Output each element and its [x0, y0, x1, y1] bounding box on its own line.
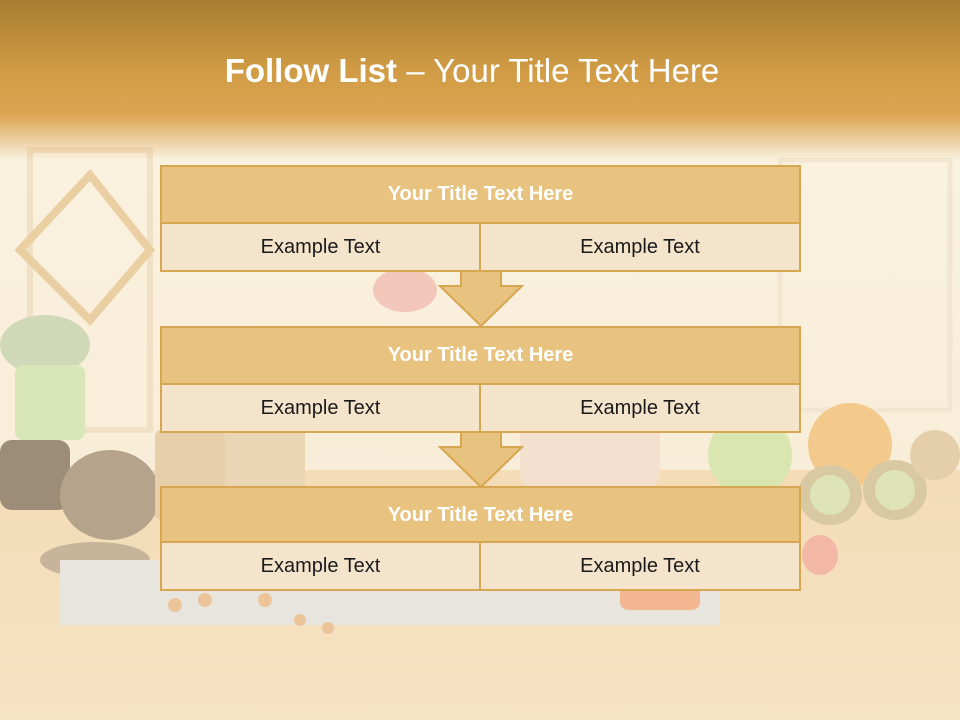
example-text-left: Example Text: [160, 383, 481, 433]
example-text-right: Example Text: [479, 541, 801, 591]
slide-title-rest: – Your Title Text Here: [397, 52, 720, 89]
down-arrow-2: [438, 431, 524, 489]
example-text-left: Example Text: [160, 541, 481, 591]
header-band: [0, 0, 960, 160]
block-title: Your Title Text Here: [160, 486, 801, 545]
block-title: Your Title Text Here: [160, 326, 801, 385]
slide-title-bold: Follow List: [224, 52, 398, 89]
example-text-left: Example Text: [160, 222, 481, 272]
block-title: Your Title Text Here: [160, 165, 801, 224]
slide-title: Follow List – Your Title Text Here: [0, 52, 944, 90]
down-arrow-1: [438, 270, 524, 328]
example-text-right: Example Text: [479, 383, 801, 433]
example-text-right: Example Text: [479, 222, 801, 272]
